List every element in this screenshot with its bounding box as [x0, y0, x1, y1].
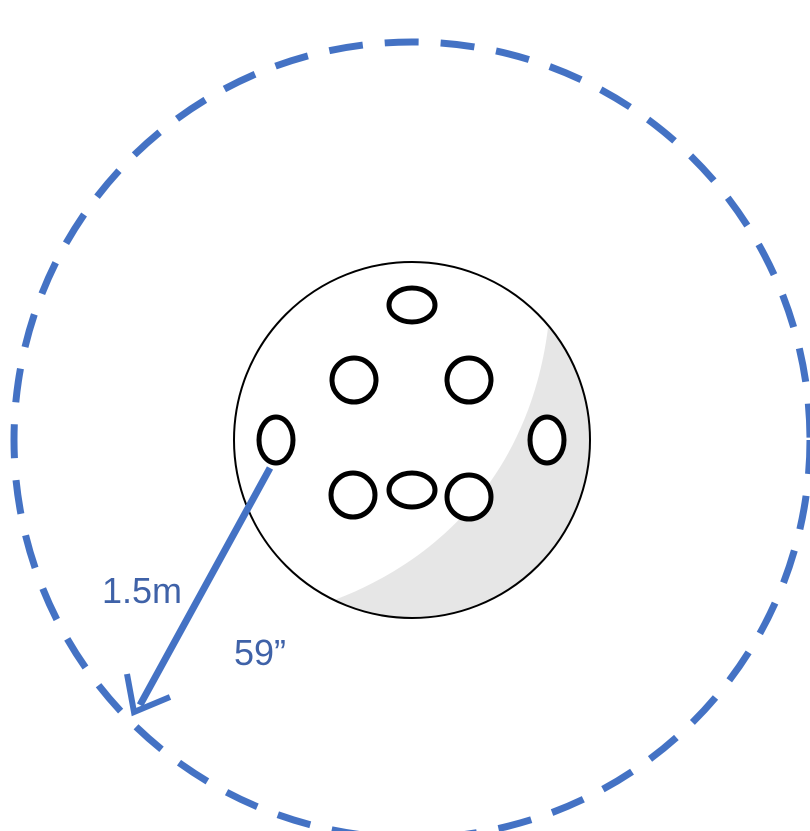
ball-hole: [328, 470, 378, 520]
ball-hole: [444, 355, 494, 405]
radius-imperial-label: 59”: [234, 632, 286, 673]
ball-hole: [329, 355, 379, 405]
perforated-ball-icon: [233, 261, 591, 619]
radius-metric-label: 1.5m: [102, 570, 182, 611]
ball-hole: [444, 472, 494, 522]
ball-holes: [256, 285, 567, 522]
ball-hole: [386, 285, 438, 325]
radius-arrow-line: [136, 466, 274, 707]
ball-hole: [386, 470, 438, 510]
ball-hole: [256, 414, 296, 466]
radius-arrowhead-icon: [124, 673, 172, 717]
radius-arrow: [124, 466, 274, 717]
ball-hole: [527, 414, 567, 466]
clearance-boundary-circle: [10, 38, 810, 831]
ball-outline: [233, 261, 591, 619]
